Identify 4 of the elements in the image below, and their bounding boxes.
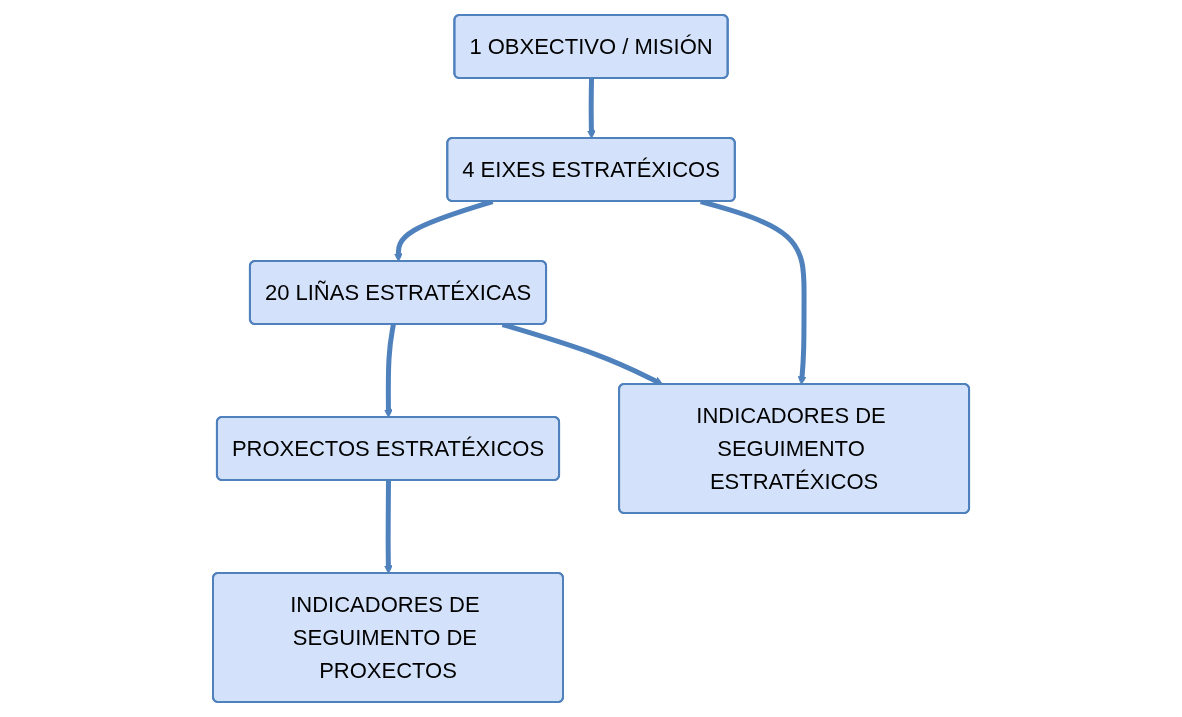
arrow xyxy=(586,78,596,139)
arrow xyxy=(384,324,396,418)
arrow xyxy=(383,480,393,574)
arrow xyxy=(501,322,664,385)
